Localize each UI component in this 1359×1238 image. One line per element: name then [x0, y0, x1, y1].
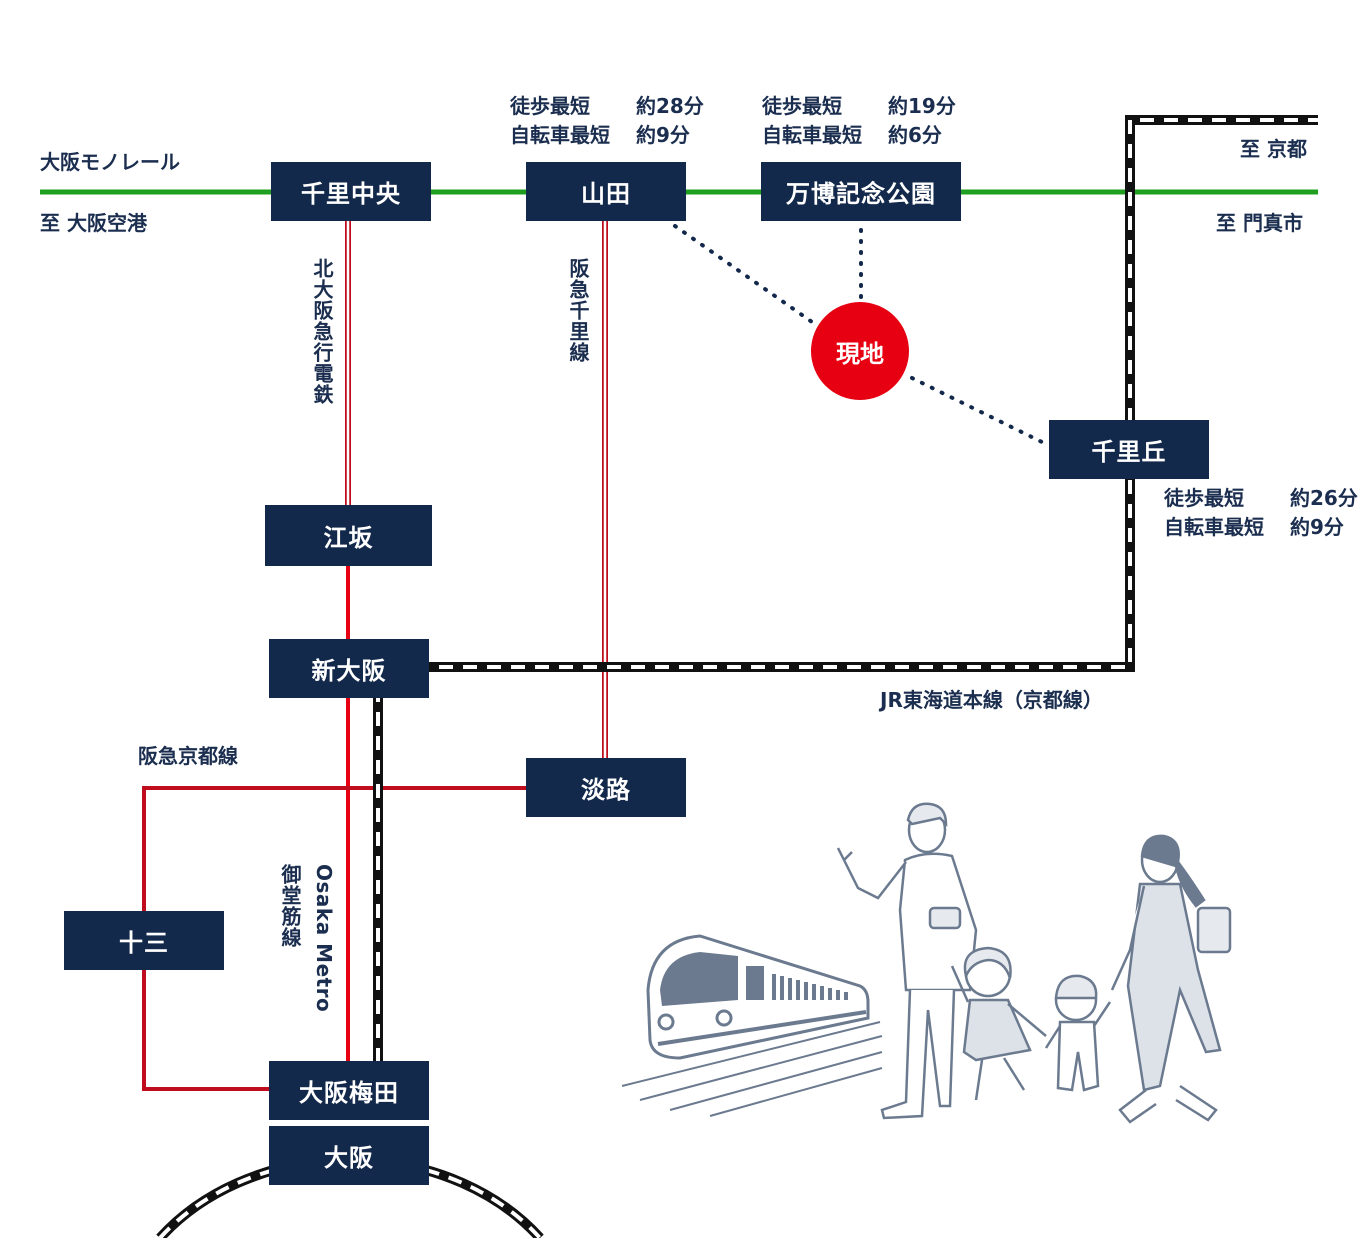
access-info-senri-oka: 徒歩最短約26分 自転車最短約9分 [1164, 486, 1358, 539]
station-osaka: 大阪 [269, 1126, 429, 1185]
access-info-yamada: 徒歩最短約28分 自転車最短約9分 [510, 94, 704, 147]
site-marker: 現地 [811, 302, 909, 400]
monorail-line-label: 大阪モノレール [40, 150, 180, 174]
station-shin-osaka: 新大阪 [269, 639, 429, 698]
station-osaka-umeda: 大阪梅田 [269, 1061, 429, 1120]
midosuji-line-label: 御堂筋線 [278, 864, 302, 948]
direction-kyoto: 至 京都 [1240, 137, 1307, 161]
hankyu-kyoto-line-label: 阪急京都線 [138, 744, 238, 768]
train-icon [646, 934, 870, 1060]
train-and-family-illustration [621, 802, 1232, 1124]
kita-osaka-line-label: 北大阪急行電鉄 [310, 258, 334, 405]
station-senri-oka: 千里丘 [1049, 420, 1209, 479]
station-senri-chuo: 千里中央 [271, 162, 431, 221]
station-yamada: 山田 [526, 162, 686, 221]
hankyu-senri-line-label: 阪急千里線 [566, 258, 590, 363]
station-juso: 十三 [64, 911, 224, 970]
boy-figure [1044, 974, 1112, 1092]
station-awaji: 淡路 [526, 758, 686, 817]
mother-figure [1110, 834, 1232, 1124]
direction-osaka-airport: 至 大阪空港 [40, 211, 147, 235]
station-banpaku: 万博記念公園 [761, 162, 961, 221]
walk-route-yamada [673, 224, 814, 324]
access-info-banpaku: 徒歩最短約19分 自転車最短約6分 [762, 94, 956, 147]
jr-tokaido-line-label: JR東海道本線（京都線） [880, 688, 1103, 712]
girl-figure [950, 946, 1047, 1101]
walk-route-senri-oka [910, 376, 1050, 447]
direction-kadoma: 至 門真市 [1216, 211, 1303, 235]
station-esaka: 江坂 [265, 505, 432, 566]
father-figure [836, 802, 978, 1120]
osaka-metro-label: Osaka Metro [312, 864, 336, 1013]
